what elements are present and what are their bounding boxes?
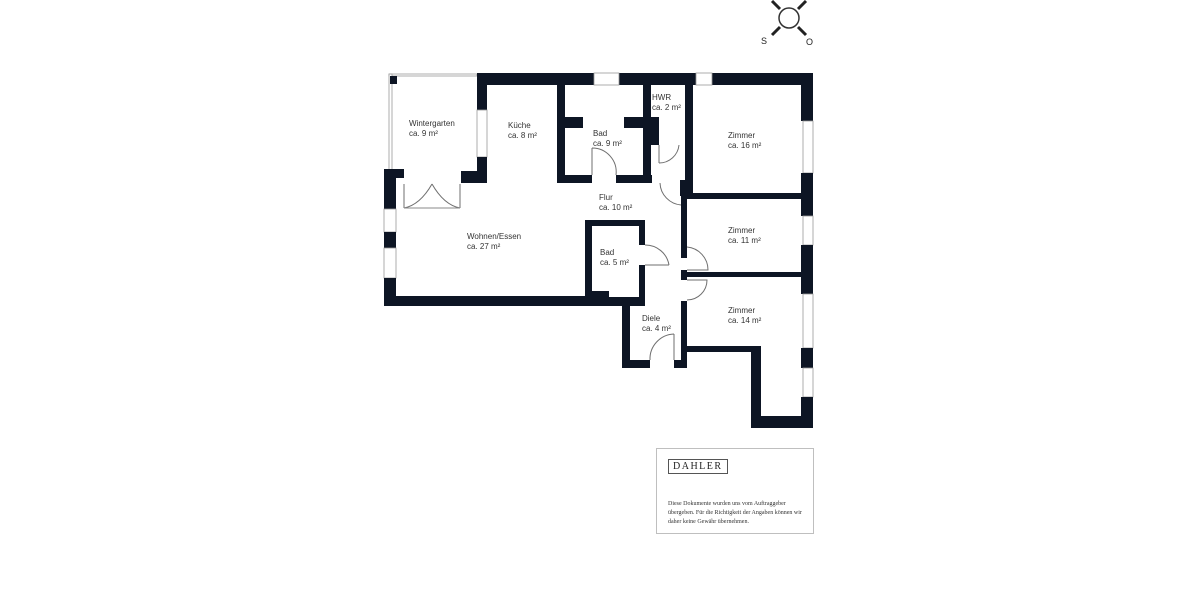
- room-zimmer-3: Zimmer ca. 14 m²: [728, 306, 761, 326]
- room-wohnen-essen: Wohnen/Essen ca. 27 m²: [467, 232, 521, 252]
- compass-east-label: O: [806, 37, 814, 47]
- room-name: HWR: [652, 93, 672, 102]
- room-area: ca. 4 m²: [642, 324, 671, 333]
- room-bad-1: Bad ca. 9 m²: [593, 129, 622, 149]
- doors: [403, 144, 709, 361]
- room-kueche: Küche ca. 8 m²: [508, 121, 537, 141]
- room-area: ca. 9 m²: [593, 139, 622, 148]
- agency-info-card: DAHLER Diese Dokumente wurden uns vom Au…: [656, 448, 814, 534]
- room-name: Bad: [600, 248, 615, 257]
- room-name: Wohnen/Essen: [467, 232, 522, 241]
- compass-south-label: S: [761, 36, 768, 46]
- room-area: ca. 14 m²: [728, 316, 762, 325]
- room-name: Wintergarten: [409, 119, 455, 128]
- room-area: ca. 5 m²: [600, 258, 629, 267]
- room-flur: Flur ca. 10 m²: [599, 193, 632, 213]
- room-zimmer-1: Zimmer ca. 16 m²: [728, 131, 761, 151]
- room-hwr: HWR ca. 2 m²: [652, 93, 681, 113]
- room-name: Bad: [593, 129, 608, 138]
- dahler-logo: DAHLER: [668, 459, 728, 474]
- room-area: ca. 11 m²: [728, 236, 761, 245]
- room-bad-2: Bad ca. 5 m²: [600, 248, 629, 268]
- room-area: ca. 2 m²: [652, 103, 681, 112]
- room-name: Diele: [642, 314, 661, 323]
- room-area: ca. 8 m²: [508, 131, 537, 140]
- room-name: Zimmer: [728, 131, 756, 140]
- walls: [383, 72, 814, 428]
- room-wintergarten: Wintergarten ca. 9 m²: [409, 119, 455, 139]
- room-name: Zimmer: [728, 306, 756, 315]
- room-name: Flur: [599, 193, 613, 202]
- room-area: ca. 27 m²: [467, 242, 501, 251]
- room-area: ca. 16 m²: [728, 141, 762, 150]
- room-area: ca. 9 m²: [409, 129, 438, 138]
- disclaimer-text: Diese Dokumente wurden uns vom Auftragge…: [668, 501, 802, 525]
- room-diele: Diele ca. 4 m²: [642, 314, 671, 334]
- room-zimmer-2: Zimmer ca. 11 m²: [728, 226, 761, 246]
- room-name: Zimmer: [728, 226, 756, 235]
- room-area: ca. 10 m²: [599, 203, 633, 212]
- room-name: Küche: [508, 121, 531, 130]
- compass-rose: [770, 0, 808, 37]
